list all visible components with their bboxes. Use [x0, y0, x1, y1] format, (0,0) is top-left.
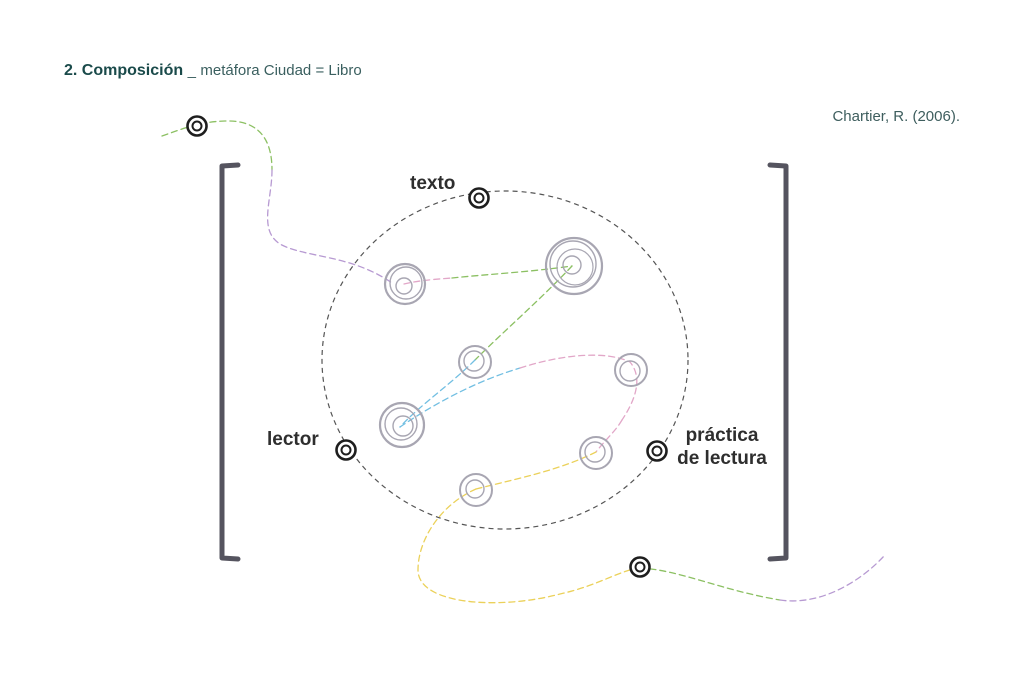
node-start: [186, 115, 208, 137]
label-practica-de-lectura: práctica de lectura: [676, 424, 768, 470]
left-bracket: [219, 162, 241, 562]
node-practica: [646, 440, 668, 462]
node-texto: [468, 187, 490, 209]
circle-small-lower-right: [579, 436, 613, 470]
citation: Chartier, R. (2006).: [832, 108, 960, 125]
path-link-blue-2: [399, 367, 521, 428]
label-practica-line2: de lectura: [677, 448, 767, 469]
path-link-blue: [399, 359, 476, 428]
label-practica-line1: práctica: [685, 425, 759, 446]
path-bottom-yellow: [417, 488, 641, 604]
circle-small-right: [614, 353, 648, 387]
label-lector: lector: [267, 429, 319, 450]
node-end: [629, 556, 651, 578]
path-top-green: [161, 120, 273, 171]
circle-small-middle: [458, 345, 492, 379]
reading-space-ellipse: [321, 190, 689, 530]
node-lector: [335, 439, 357, 461]
circle-large-upper-right: [544, 236, 604, 296]
title-separator: _: [187, 62, 196, 79]
path-bottom-purple: [779, 555, 885, 602]
path-link-green-top: [451, 265, 573, 279]
section-title: 2. Composición: [64, 62, 184, 79]
circle-small-bottom: [459, 473, 493, 507]
path-top-purple: [267, 169, 393, 284]
page-title: 2. Composición _ metáfora Ciudad = Libro: [64, 62, 362, 80]
section-subtitle: metáfora Ciudad = Libro: [200, 62, 362, 79]
circle-large-upper-left: [383, 262, 427, 306]
label-texto: texto: [410, 173, 456, 194]
path-link-pink: [403, 277, 453, 285]
path-link-yellow: [475, 451, 597, 490]
path-link-pink-3: [595, 419, 623, 453]
path-link-pink-2: [519, 354, 638, 421]
path-bottom-green: [639, 567, 781, 601]
right-bracket: [767, 162, 789, 562]
circle-medium-left: [378, 401, 426, 449]
